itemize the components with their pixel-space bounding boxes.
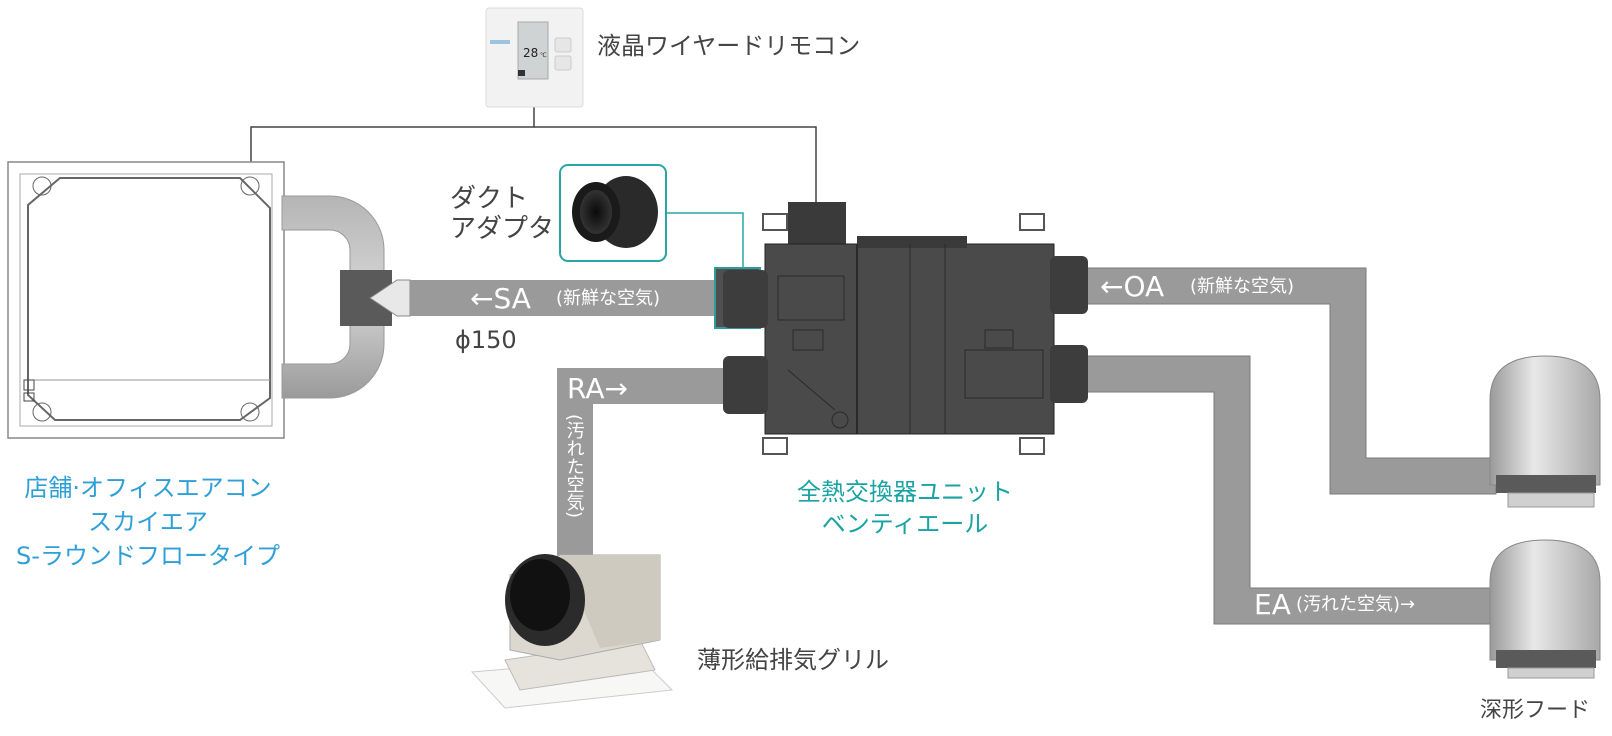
indoor-unit-cassette — [7, 161, 285, 439]
heat-exchanger-label-1: 全熱交換器ユニット — [797, 478, 1013, 506]
heat-exchanger-unit — [723, 202, 1088, 455]
remote-lcd — [517, 21, 549, 80]
ra-note: (汚れた空気) — [563, 414, 585, 519]
duct-adapter-label-2: アダプタ — [450, 214, 555, 244]
duct-adapter-callout — [559, 164, 744, 268]
remote-button-up — [554, 37, 572, 53]
heat-exchanger-label-2: ベンティエール — [821, 510, 989, 538]
indoor-unit-label-2: スカイエア — [88, 508, 208, 536]
sa-note: (新鮮な空気) — [556, 288, 661, 309]
remote-temp-unit: ℃ — [540, 52, 547, 59]
oa-note: (新鮮な空気) — [1190, 276, 1295, 297]
ea-note: (汚れた空気)→ — [1296, 594, 1416, 615]
indoor-unit-label-3: S-ラウンドフロータイプ — [16, 542, 280, 570]
ra-code: RA→ — [567, 372, 628, 405]
indoor-unit-label-1: 店舗·オフィスエアコン — [24, 474, 272, 502]
remote-controller: 28 ℃ — [485, 7, 584, 108]
duct-adapter-label-1: ダクト — [450, 184, 529, 214]
grille-label: 薄形給排気グリル — [697, 646, 889, 674]
remote-button-down — [554, 55, 572, 71]
deep-hood-bottom — [1489, 539, 1601, 679]
exhaust-grille — [470, 554, 674, 709]
deep-hood-top — [1489, 355, 1601, 508]
control-wiring — [250, 107, 817, 203]
oa-code: ←OA — [1100, 270, 1165, 303]
hood-label: 深形フード — [1480, 698, 1591, 723]
ea-code: EA — [1254, 588, 1291, 621]
remote-label: 液晶ワイヤードリモコン — [597, 32, 861, 60]
remote-temp: 28 — [523, 46, 538, 60]
duct-oa — [1079, 267, 1497, 495]
duct-ra — [557, 368, 735, 558]
diameter-label: ϕ150 — [455, 326, 517, 354]
sa-code: ←SA — [470, 282, 531, 315]
brand-logo — [490, 40, 510, 44]
